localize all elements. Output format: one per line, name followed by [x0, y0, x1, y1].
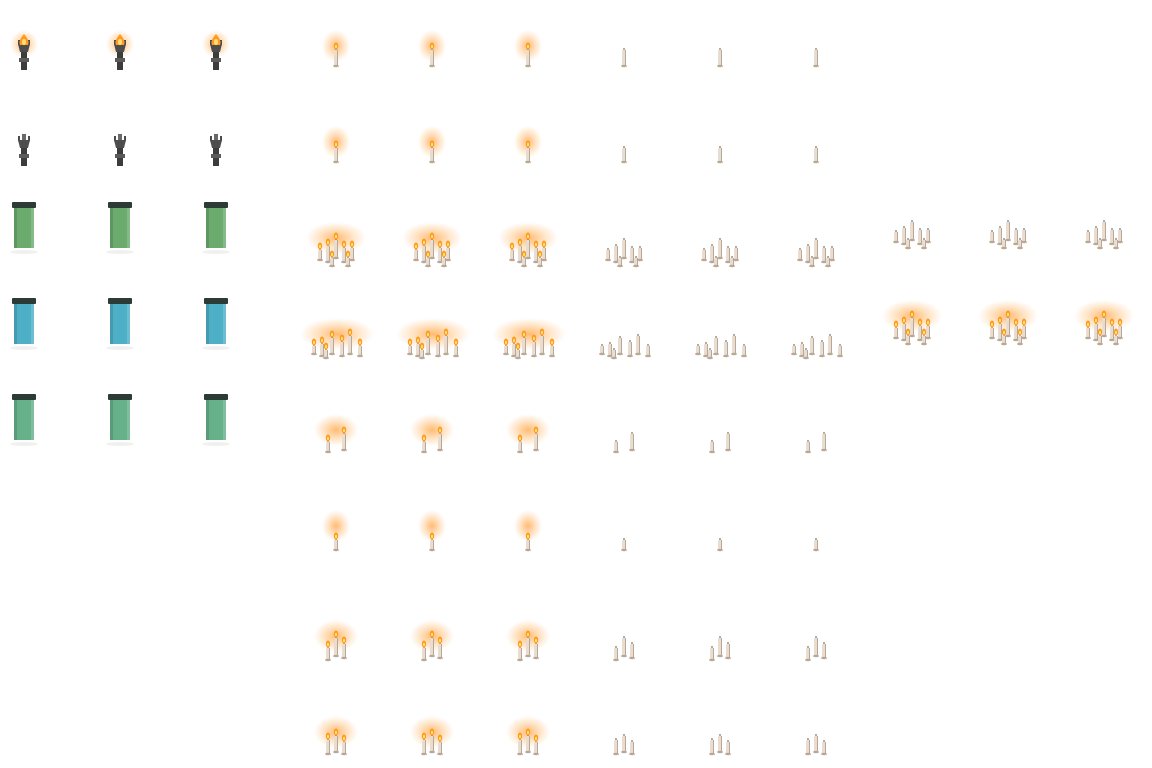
- green-banner-icon: [192, 192, 288, 288]
- lit-candle-icon: [480, 0, 576, 96]
- unlit-candle-icon: [768, 384, 864, 480]
- glow-icon: [410, 414, 454, 446]
- lit-candle-icon: [384, 96, 480, 192]
- teal-banner-icon: [0, 384, 96, 480]
- unlit-candle-icon: [576, 590, 672, 686]
- unlit-candle-icon: [672, 686, 768, 768]
- lit-candle-icon: [480, 384, 576, 480]
- wall-torch-icon: [192, 0, 288, 96]
- unlit-candle-icon: [672, 192, 768, 288]
- unlit-candle-icon: [672, 480, 768, 576]
- green-banner-icon: [0, 192, 96, 288]
- glow-icon: [300, 318, 374, 350]
- lit-candle-icon: [288, 96, 384, 192]
- wall-torch-icon: [0, 0, 96, 96]
- blue-banner-icon: [96, 288, 192, 384]
- unlit-candle-icon: [576, 0, 672, 96]
- unlit-candle-icon: [1056, 174, 1152, 270]
- lit-candle-icon: [384, 0, 480, 96]
- unlit-candle-icon: [672, 384, 768, 480]
- lit-candle-icon: [288, 0, 384, 96]
- glow-icon: [492, 318, 566, 350]
- unlit-candle-icon: [768, 480, 864, 576]
- teal-banner-icon: [96, 384, 192, 480]
- unlit-candle-icon: [576, 480, 672, 576]
- lit-candle-icon: [288, 686, 384, 768]
- unlit-candle-icon: [576, 96, 672, 192]
- lit-candle-icon: [480, 192, 576, 288]
- lit-candle-icon: [864, 270, 960, 366]
- teal-banner-icon: [192, 384, 288, 480]
- unlit-candle-icon: [768, 96, 864, 192]
- lit-candle-icon: [288, 480, 384, 576]
- unlit-candle-icon: [768, 0, 864, 96]
- unlit-candle-icon: [768, 288, 864, 384]
- blue-banner-icon: [0, 288, 96, 384]
- unlit-candle-icon: [768, 192, 864, 288]
- lit-candle-icon: [288, 384, 384, 480]
- lit-candle-icon: [288, 288, 384, 384]
- unlit-candle-icon: [960, 174, 1056, 270]
- lit-candle-icon: [384, 480, 480, 576]
- unlit-candle-icon: [672, 288, 768, 384]
- unlit-candle-icon: [576, 288, 672, 384]
- green-banner-icon: [96, 192, 192, 288]
- glow-icon: [396, 318, 470, 350]
- glow-icon: [506, 414, 550, 446]
- unlit-candle-icon: [768, 590, 864, 686]
- lit-candle-icon: [384, 192, 480, 288]
- lit-candle-icon: [288, 192, 384, 288]
- blue-banner-icon: [192, 288, 288, 384]
- lit-candle-icon: [1056, 270, 1152, 366]
- glow-icon: [322, 510, 350, 542]
- unlit-candle-icon: [768, 686, 864, 768]
- glow-icon: [514, 510, 542, 542]
- unlit-candle-icon: [576, 384, 672, 480]
- wall-torch-icon: [0, 96, 96, 192]
- lit-candle-icon: [384, 686, 480, 768]
- lit-candle-icon: [960, 270, 1056, 366]
- wall-torch-icon: [96, 96, 192, 192]
- lit-candle-icon: [384, 590, 480, 686]
- unlit-candle-icon: [672, 96, 768, 192]
- unlit-candle-icon: [576, 192, 672, 288]
- lit-candle-icon: [384, 288, 480, 384]
- glow-icon: [314, 414, 358, 446]
- lit-candle-icon: [480, 590, 576, 686]
- lit-candle-icon: [480, 96, 576, 192]
- glow-icon: [418, 510, 446, 542]
- wall-torch-icon: [96, 0, 192, 96]
- lit-candle-icon: [288, 590, 384, 686]
- unlit-candle-icon: [672, 590, 768, 686]
- lit-candle-icon: [480, 480, 576, 576]
- wall-torch-icon: [192, 96, 288, 192]
- lit-candle-icon: [480, 686, 576, 768]
- lit-candle-icon: [384, 384, 480, 480]
- lit-candle-icon: [480, 288, 576, 384]
- unlit-candle-icon: [576, 686, 672, 768]
- unlit-candle-icon: [864, 174, 960, 270]
- unlit-candle-icon: [672, 0, 768, 96]
